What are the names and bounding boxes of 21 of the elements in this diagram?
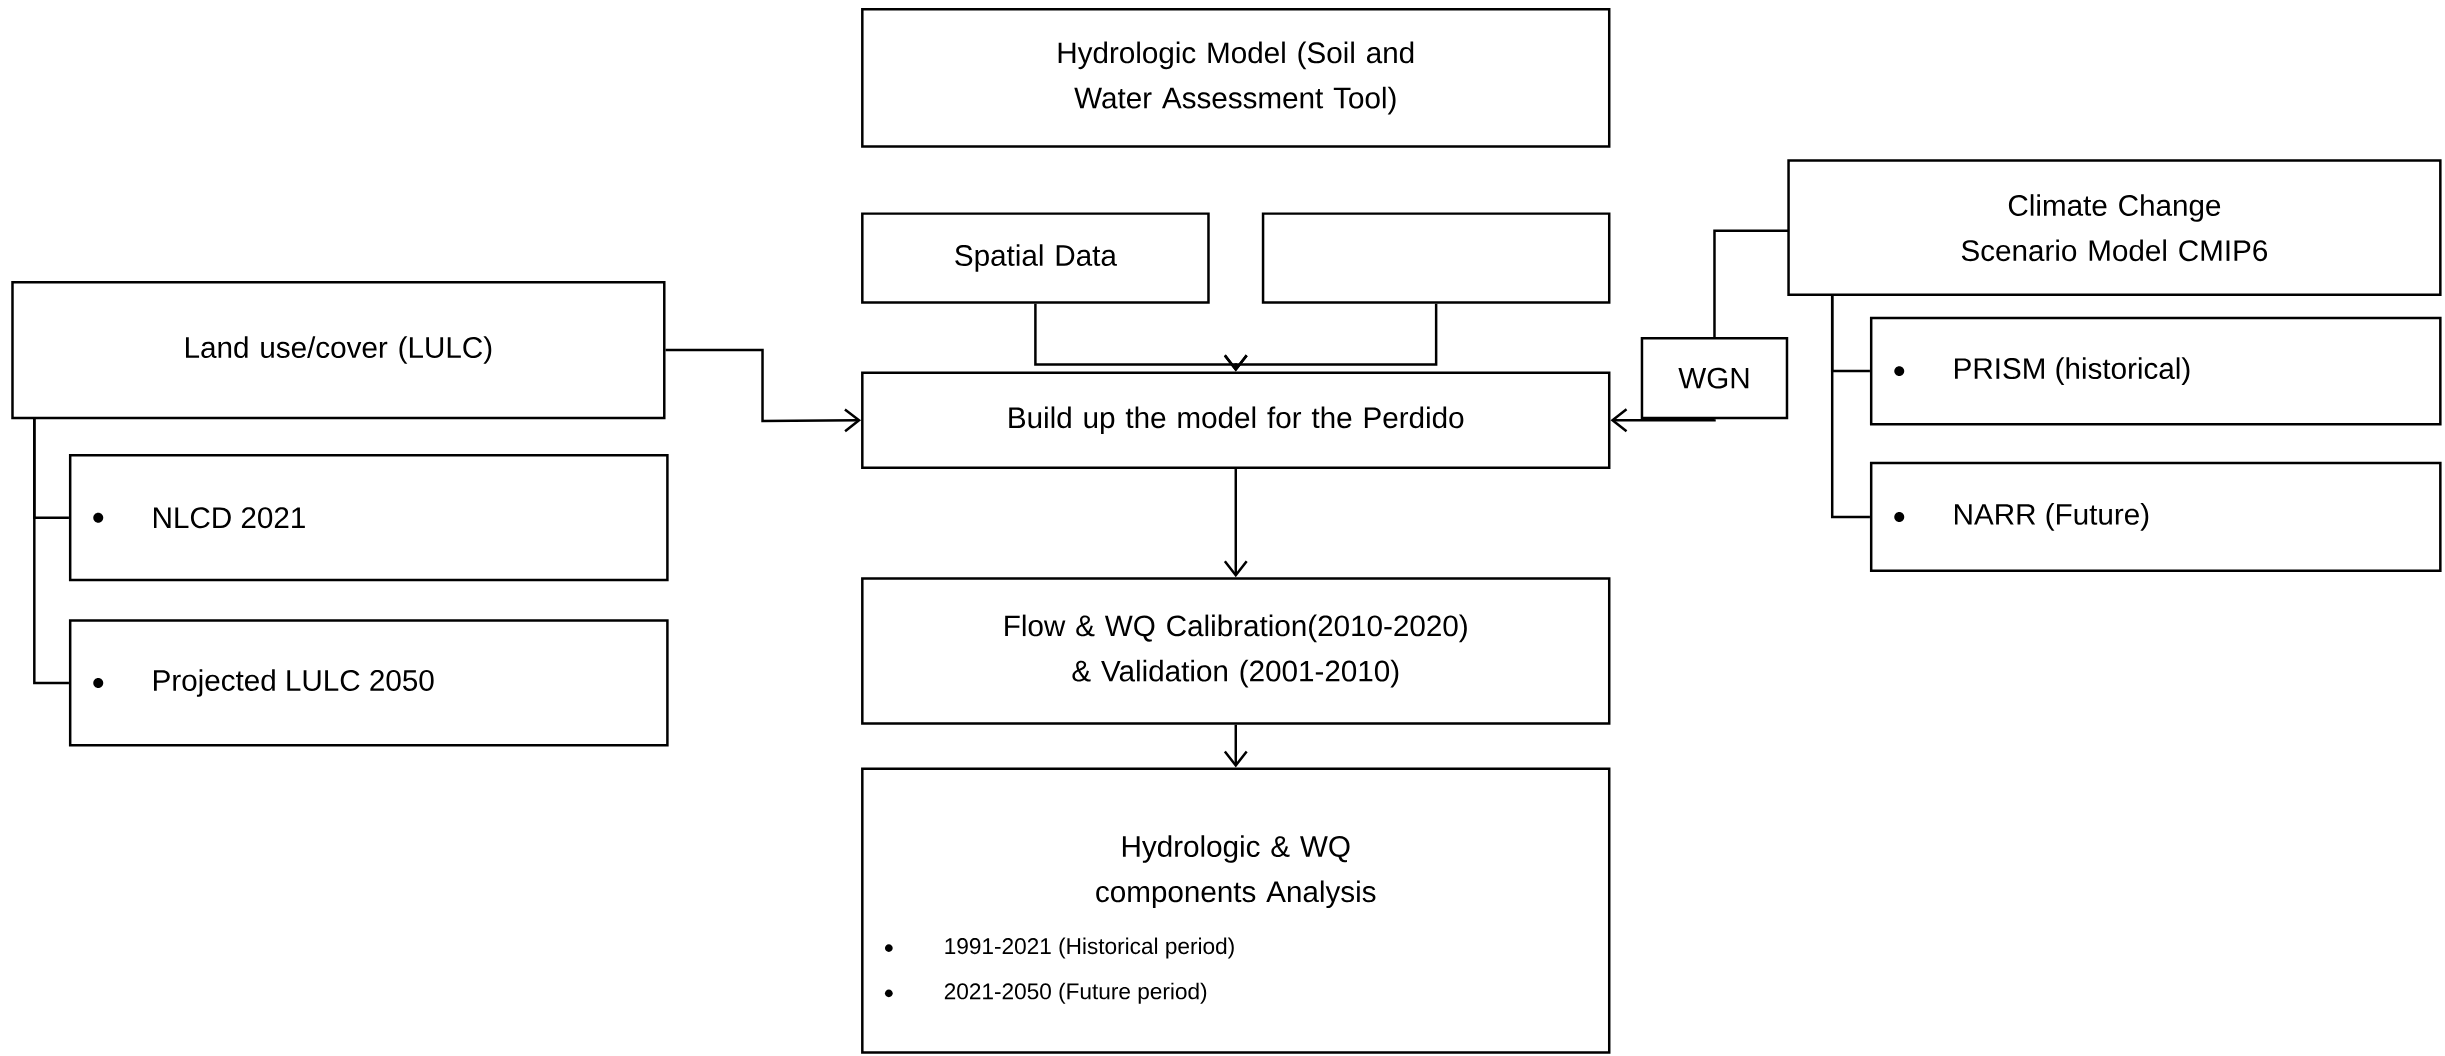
process-box: Land use/cover (LULC) [11,281,666,420]
process-box: Spatial Data [861,212,1210,304]
list-item-box: Projected LULC 2050 [68,619,669,747]
connector-line [33,418,69,685]
process-box: Build up the model for the Perdido [861,371,1611,470]
arrow [1223,303,1438,372]
process-box [1261,212,1611,304]
arrow [1223,724,1248,768]
list-item-box: PRISM (historical) [1869,317,2442,426]
list-item-box: NLCD 2021 [68,454,669,582]
arrow [1223,469,1248,578]
process-box: WGN [1640,337,1789,420]
process-box: Climate Change Scenario Model CMIP6 [1787,159,2442,297]
process-box: Hydrologic & WQ components Analysis 1991-2021 (Historical period) 2021-2050 (Future period) [861,767,1611,1054]
arrow [1610,408,1716,433]
connector-line [1713,229,1789,338]
process-box: Flow & WQ Calibration(2010-2020) & Validation (2001-2010) [861,577,1611,725]
connector-line [1830,294,1870,519]
list-item-box: NARR (Future) [1869,462,2442,573]
process-box: Hydrologic Model (Soil and Water Assessment Tool) [861,8,1611,148]
arrow [665,349,862,433]
